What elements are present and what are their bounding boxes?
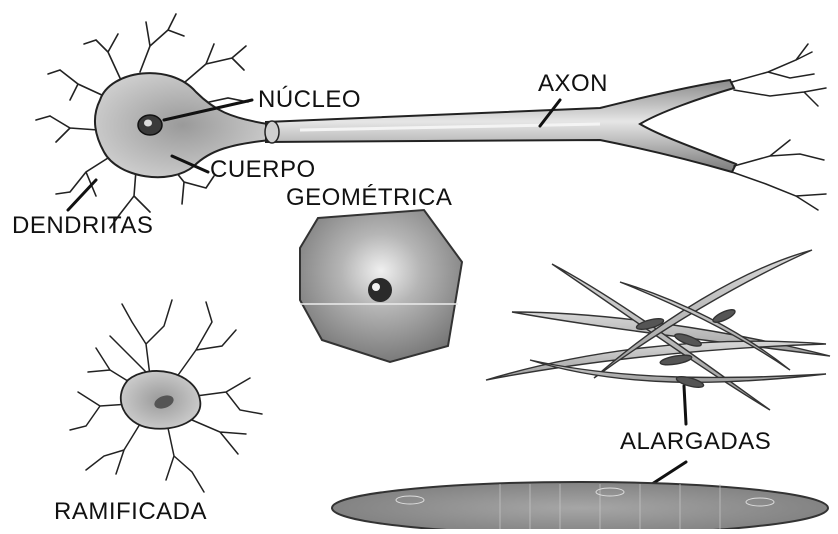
striated-fiber [332, 482, 828, 529]
neuron-nucleolus [144, 120, 152, 127]
body-label: CUERPO [210, 158, 316, 182]
nucleus-label: NÚCLEO [258, 88, 361, 112]
axon-label: AXON [538, 72, 608, 96]
axon-terminals [732, 44, 826, 210]
branched-label: RAMIFICADA [54, 500, 207, 524]
geometric-label: GEOMÉTRICA [286, 186, 452, 210]
dendrites-label: DENDRITAS [12, 214, 153, 238]
geometric-nucleus [368, 278, 392, 302]
elongated-label: ALARGADAS [620, 430, 771, 454]
elongated-cells [486, 250, 830, 410]
geometric-cell [300, 210, 462, 362]
branched-cell [70, 300, 262, 492]
elongated-leader-1 [684, 386, 686, 424]
geometric-nucleolus [372, 283, 380, 291]
elongated-leader-2 [652, 462, 686, 484]
axon-hillock [265, 121, 279, 143]
dendrites-leader [68, 180, 96, 210]
